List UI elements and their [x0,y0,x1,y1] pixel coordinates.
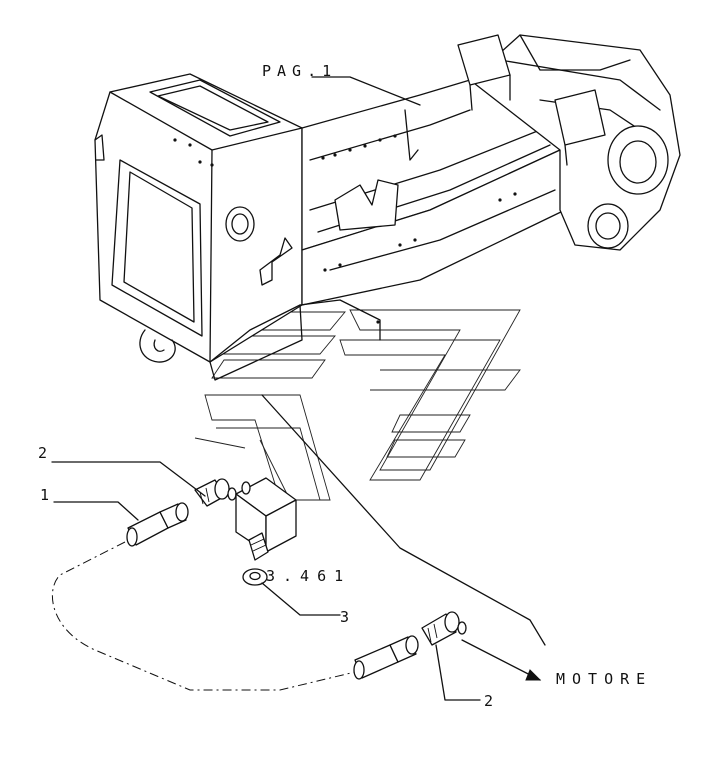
item-2-upper-label: 2 [38,444,47,462]
motore-label: MOTORE [556,670,652,688]
pag-ref-label: PAG.1 [262,62,337,80]
motore-leader: MOTORE [261,394,652,688]
pag-leader: PAG.1 [262,62,421,106]
chassis-frame [94,34,681,381]
leader-item-1 [53,501,139,521]
item-1-label: 1 [40,486,49,504]
item-2-lower-label: 2 [484,692,493,710]
part-2-elbow-upper [194,478,237,507]
hose-route [52,541,356,691]
leader-item-2-upper [51,461,206,497]
cross-ref-label: 3.461 [266,567,351,585]
part-1-fitting-lower [353,635,419,680]
part-2-elbow-lower [421,611,481,701]
part-1-fitting-upper [126,502,189,547]
part-3-nut [242,568,341,616]
sensor-block [235,477,297,561]
item-3-label: 3 [340,608,349,626]
